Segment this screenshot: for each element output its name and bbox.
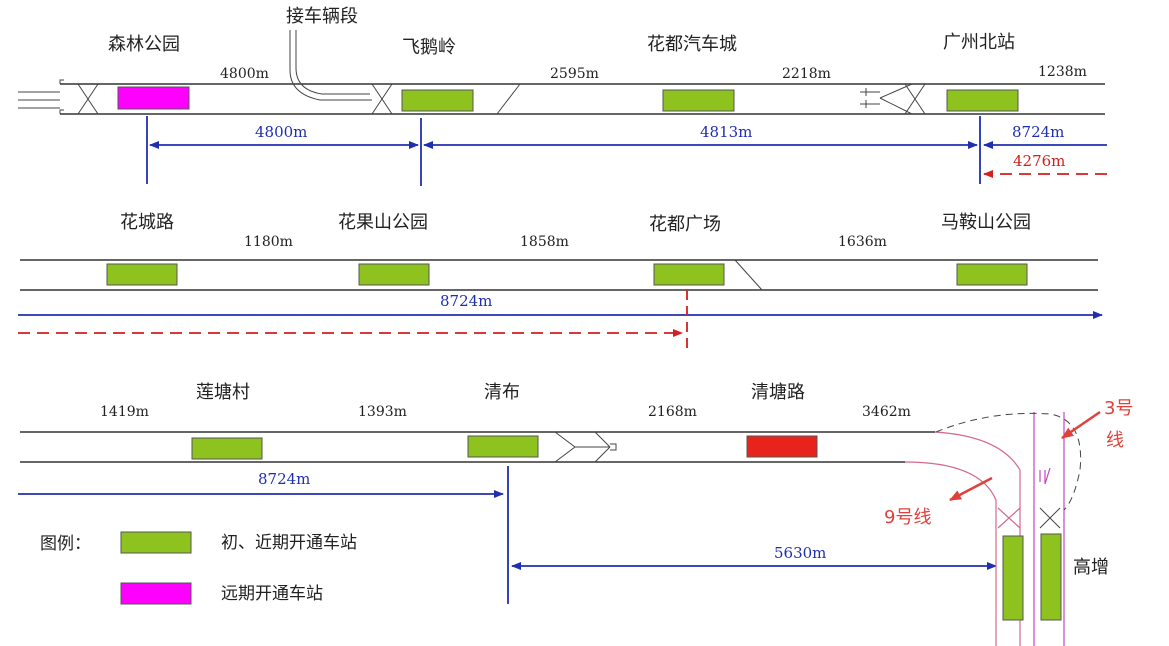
row1: 接车辆段 森林公园 飞鹅岭 花都汽车城 广州北站 4800m 2595m 221… (18, 6, 1107, 186)
distance-label: 2218m (782, 66, 831, 82)
row1-crossover (496, 83, 521, 115)
legend-swatch-near (120, 531, 192, 554)
dimension-label: 8724m (440, 292, 492, 310)
station-box-huadu-square (653, 263, 725, 286)
distance-label: 2595m (550, 66, 599, 82)
station-box-huaguoshan-park (358, 263, 430, 286)
line3-annotation: 3号 (1104, 398, 1133, 419)
station-label-liantang-village: 莲塘村 (196, 382, 250, 403)
station-box-qingbu (467, 435, 539, 458)
distance-label: 4800m (220, 66, 269, 82)
gaozeng-interchange: 高增 (904, 412, 1109, 646)
row2: 花城路 花果山公园 花都广场 马鞍山公园 1180m 1858m 1636m 8… (18, 212, 1103, 352)
station-label-huadu-auto-city: 花都汽车城 (647, 34, 737, 55)
legend-label-near: 初、近期开通车站 (221, 533, 357, 553)
line9-annotation: 9号线 (884, 507, 931, 528)
station-box-gaozeng-line3 (1040, 533, 1062, 621)
station-label-huaguoshan-park: 花果山公园 (338, 212, 428, 233)
dimension-label: 4813m (700, 123, 752, 141)
dimension-label: 4800m (255, 123, 307, 141)
distance-label: 1858m (520, 234, 569, 250)
station-box-qingtang-road (746, 435, 818, 458)
row2-crossover (734, 259, 763, 291)
legend-swatch-far (120, 582, 192, 605)
line3-arrow (1061, 410, 1101, 440)
row3-switch (554, 431, 617, 463)
station-label-huadu-square: 花都广场 (649, 214, 721, 235)
station-label-guangzhou-north: 广州北站 (943, 32, 1015, 53)
station-label-feieling: 飞鹅岭 (402, 37, 456, 58)
distance-label: 1636m (838, 234, 887, 250)
line9-arrow (949, 476, 993, 502)
station-box-huadu-auto-city (662, 89, 735, 112)
station-box-maanshan-park (956, 263, 1028, 286)
distance-label: 3462m (862, 404, 911, 420)
distance-label: 1393m (358, 404, 407, 420)
station-box-feieling (401, 89, 474, 112)
dimension-label: 5630m (774, 544, 826, 562)
distance-label: 1419m (100, 404, 149, 420)
station-label-qingbu: 清布 (484, 382, 520, 403)
legend-label-far: 远期开通车站 (221, 584, 323, 604)
row3: 莲塘村 清布 清塘路 1419m 1393m 2168m 3462m 8724m… (18, 382, 1133, 646)
station-box-huacheng-road (106, 263, 178, 286)
station-label-maanshan-park: 马鞍山公园 (941, 212, 1031, 233)
line3-annotation: 线 (1106, 430, 1124, 451)
station-box-liantang-village (191, 437, 263, 460)
legend: 图例： 初、近期开通车站 远期开通车站 (40, 531, 357, 605)
station-box-senlin-park (117, 86, 190, 110)
row1-left-stubs (18, 79, 99, 115)
station-box-gaozeng-line9 (1002, 535, 1024, 621)
station-label-gaozeng: 高增 (1073, 557, 1109, 578)
distance-label: 1180m (244, 234, 293, 250)
row1-right-switches (860, 83, 926, 115)
station-box-guangzhou-north (946, 89, 1019, 112)
station-label-huacheng-road: 花城路 (120, 212, 174, 233)
distance-label: 1238m (1038, 64, 1087, 80)
dimension-label-red: 4276m (1013, 152, 1065, 170)
legend-title: 图例： (40, 534, 91, 554)
station-label-senlin-park: 森林公园 (108, 34, 180, 55)
depot-label: 接车辆段 (286, 6, 358, 27)
dimension-label: 8724m (258, 470, 310, 488)
dimension-label: 8724m (1012, 123, 1064, 141)
distance-label: 2168m (648, 404, 697, 420)
depot-connection (289, 30, 393, 115)
station-label-qingtang-road: 清塘路 (751, 382, 805, 403)
